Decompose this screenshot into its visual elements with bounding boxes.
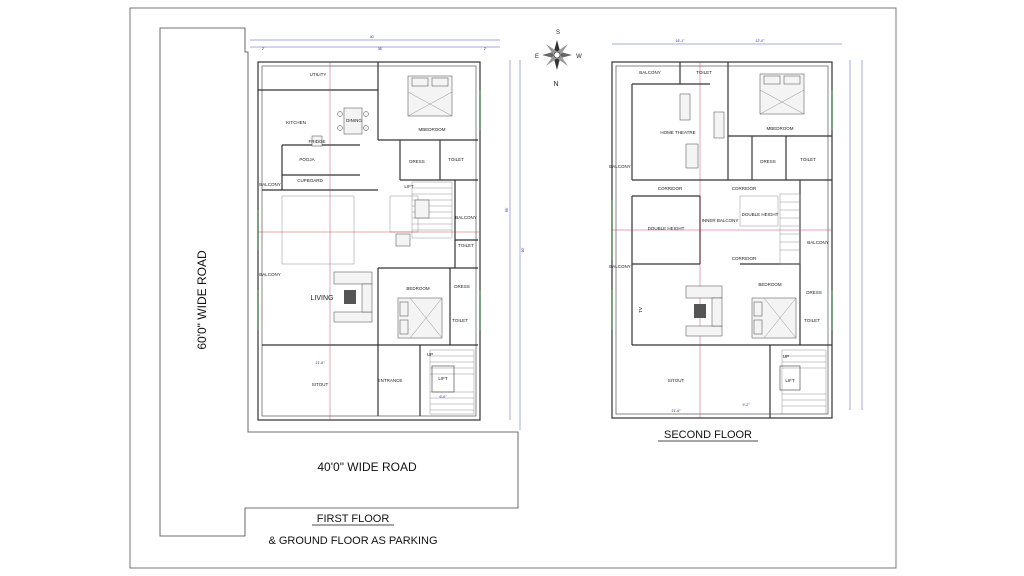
sf-toilet-2: TOILET: [800, 157, 816, 162]
sf-balcony-2: BALCONY: [609, 164, 631, 169]
west-road-label: 60'0" WIDE ROAD: [195, 250, 209, 350]
second-floor-title: SECOND FLOOR: [664, 429, 752, 441]
sf-double-height-2-box: [739, 195, 779, 227]
first-floor-title: FIRST FLOOR: [317, 513, 390, 525]
ff-up: UP: [427, 352, 433, 357]
ff-lift-bottom: LIFT: [438, 376, 448, 381]
ff-dim-top-right: 2': [484, 47, 487, 51]
ff-sitout: SITOUT: [312, 382, 329, 387]
sf-corridor-3: CORRIDOR: [732, 256, 757, 261]
sf-corridor-1: CORRIDOR: [658, 186, 683, 191]
ff-entrance: ENTRANCE: [378, 378, 403, 383]
sf-bed-icon: [751, 297, 797, 339]
ff-cupboard: CUPBOARD: [297, 178, 323, 183]
compass-e: E: [535, 54, 539, 60]
ff-living: LIVING: [311, 295, 334, 302]
sf-balcony-4: BALCONY: [609, 264, 631, 269]
south-road-label: 40'0" WIDE ROAD: [317, 460, 417, 474]
sf-lift: LIFT: [785, 378, 795, 383]
sf-dress-2: DRESS: [806, 290, 822, 295]
sf-corridor-2: CORRIDOR: [732, 186, 757, 191]
ff-bed-icon: [397, 297, 443, 339]
ff-dim-right-inner: 56': [505, 207, 509, 212]
sf-dim-top-a: 16'-1": [676, 39, 686, 43]
ff-utility: UTILITY: [310, 72, 327, 77]
sf-dim-bottom-b: 9'-2": [743, 403, 751, 407]
sf-dim-sitout: 21'-6": [672, 409, 682, 413]
sf-dress: DRESS: [760, 159, 776, 164]
ff-toilet-1: TOILET: [448, 157, 464, 162]
ff-dim-sitout: 21'-6": [316, 361, 326, 365]
sf-dim-top-b: 12'-0": [756, 39, 766, 43]
sf-home-theatre: HOME THEATRE: [660, 130, 695, 135]
site-outline: [159, 27, 519, 537]
sf-double-height-1: DOUBLE HEIGHT: [648, 226, 685, 231]
ff-dress-2: DRESS: [454, 284, 470, 289]
ff-stair-bottom: [429, 349, 475, 415]
compass-s: S: [556, 30, 560, 36]
ff-balcony-1: BALCONY: [259, 182, 281, 187]
ff-balcony-3: BALCONY: [259, 272, 281, 277]
sf-master-bed-icon: [759, 73, 805, 115]
sheet-border: [129, 7, 897, 569]
second-floor-plan: 16'-1" 12'-0": [609, 39, 863, 419]
sf-sitout: SITOUT: [668, 378, 685, 383]
ff-bedroom: BEDROOM: [406, 286, 430, 291]
compass-w: W: [576, 54, 582, 60]
ff-dim-right-total: 60': [521, 247, 525, 252]
compass-rose-icon: [542, 40, 572, 70]
sf-lift-box: [779, 365, 801, 391]
ff-balcony-2: BALCONY: [455, 215, 477, 220]
ff-void: [281, 195, 355, 265]
sf-home-theatre-seats-icon: [679, 93, 725, 169]
ff-sofa-icon: [333, 271, 373, 323]
sf-balcony-1: BALCONY: [639, 70, 661, 75]
ff-toilet-2: TOILET: [458, 243, 474, 248]
ff-mbedroom: MBEDROOM: [419, 127, 446, 132]
sf-toilet-3: TOILET: [804, 318, 820, 323]
sf-bedroom: BEDROOM: [758, 282, 782, 287]
ff-pooja: POOJA: [299, 157, 314, 162]
ff-lift-top: LIFT: [404, 184, 414, 189]
sf-balcony-3: BALCONY: [807, 240, 829, 245]
sf-tv: TV: [638, 307, 643, 313]
ff-master-bed-icon: [407, 75, 453, 117]
ff-dining: DINING: [346, 118, 362, 123]
sf-stair-top: [779, 193, 801, 265]
ff-lift-box: [431, 365, 455, 393]
ff-dim-lift: 6'-0": [440, 395, 448, 399]
sf-mbedroom: MBEDROOM: [767, 126, 794, 131]
sf-up: UP: [783, 354, 789, 359]
ff-dim-top-left: 2': [262, 47, 265, 51]
sf-stair-bottom: [781, 349, 827, 415]
ff-dim-top-total: 40': [370, 35, 375, 39]
ff-dress: DRESS: [409, 159, 425, 164]
sf-inner-balcony: INNER BALCONY: [702, 218, 739, 223]
compass-n: N: [553, 81, 558, 88]
sf-sofa-icon: [685, 285, 723, 337]
ff-toilet-3: TOILET: [452, 318, 468, 323]
ff-fridge-label: FRIDGE: [308, 139, 325, 144]
ff-kitchen: KITCHEN: [286, 120, 306, 125]
ff-dim-top-inner: 36': [378, 47, 383, 51]
ff-dining-table-icon: [337, 107, 369, 135]
ground-floor-parking-title: & GROUND FLOOR AS PARKING: [268, 535, 437, 547]
ff-fridge-icon: [311, 135, 323, 147]
sf-double-height-2: DOUBLE HEIGHT: [742, 212, 779, 217]
first-floor-plan: 40' 36' 2' 2' 56' 60': [250, 35, 525, 430]
sf-toilet-1: TOILET: [696, 70, 712, 75]
